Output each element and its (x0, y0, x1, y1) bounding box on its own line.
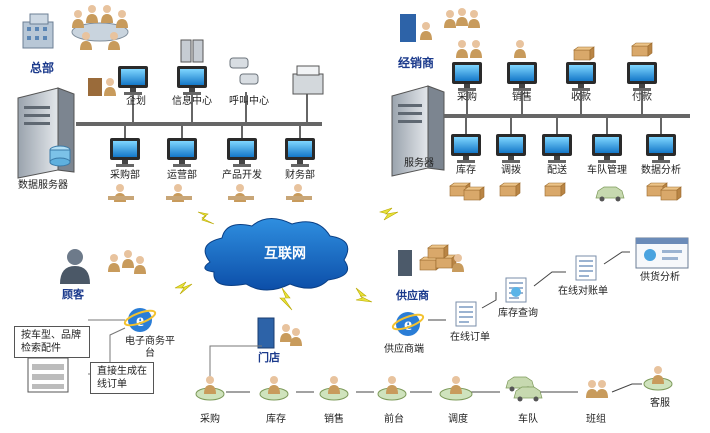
supplier-online-statement: 在线对账单 (558, 286, 608, 297)
store-step-sales: 销售 (324, 414, 344, 425)
hq-server-icon (17, 87, 75, 179)
dealer-node-receipt: 收款 (571, 92, 591, 103)
store-step-service: 客服 (650, 398, 670, 409)
hq-node-product-dev: 产品开发 (222, 170, 262, 181)
hq-building-icon (22, 13, 54, 49)
store-step-purchase: 采购 (200, 414, 220, 425)
dealer-node-analysis: 数据分析 (641, 165, 681, 176)
store-step-front-desk: 前台 (384, 414, 404, 425)
hq-node-call-center: 呼叫中心 (229, 96, 269, 107)
hq-server-label: 数据服务器 (18, 180, 68, 191)
phone-icon (229, 57, 259, 85)
supplier-supply-analysis: 供货分析 (640, 272, 680, 283)
internet-cloud (204, 218, 349, 291)
supplier-online-order: 在线订单 (450, 332, 490, 343)
store-title: 门店 (258, 351, 280, 364)
printer-icon (292, 65, 324, 95)
lightning-icons (174, 207, 399, 311)
hq-node-operations: 运营部 (167, 170, 197, 181)
hq-node-purchasing: 采购部 (110, 170, 140, 181)
svg-text:e: e (404, 314, 412, 334)
store-step-team: 班组 (586, 414, 606, 425)
internet-label: 互联网 (264, 246, 306, 262)
store-step-fleet: 车队 (518, 414, 538, 425)
report-doc-icon (505, 277, 527, 303)
dealer-node-sales: 销售 (512, 92, 532, 103)
meeting-icon (71, 5, 129, 50)
hq-node-info-center: 信息中心 (172, 96, 212, 107)
dealer-bottom-monitors (451, 116, 676, 163)
supplier-ie-icon: e (391, 312, 425, 336)
dealer-node-inventory: 库存 (456, 165, 476, 176)
dealer-node-transfer: 调拨 (501, 165, 521, 176)
small-server-icon (180, 39, 204, 63)
hq-node-planning: 企划 (126, 96, 146, 107)
hq-bottom-monitors (108, 124, 315, 202)
customer-icon (60, 249, 90, 284)
store-server-icon (257, 317, 302, 349)
dealer-node-fleet: 车队管理 (587, 165, 627, 176)
dealer-server-icon (391, 85, 445, 177)
kiosk-icon (88, 78, 116, 96)
dealer-title: 经销商 (398, 56, 435, 70)
hq-top-monitors (88, 39, 324, 124)
ecommerce-platform-label: 电子商务平台 (125, 336, 175, 359)
desk-people-icons (108, 184, 312, 202)
analysis-chart-icon (635, 237, 689, 269)
customer-group: e (27, 249, 157, 393)
store-step-dispatch: 调度 (448, 414, 468, 425)
customer-title: 顾客 (62, 288, 84, 301)
store-group (195, 317, 673, 402)
hq-group (17, 5, 324, 202)
store-flow-arrows (226, 383, 642, 393)
form-icon (27, 357, 69, 393)
dealer-node-purchase: 采购 (457, 92, 477, 103)
dealer-goods-icons (449, 182, 682, 202)
hq-title: 总部 (30, 61, 55, 75)
hq-node-finance: 财务部 (285, 170, 315, 181)
dealer-people-icons (444, 8, 653, 61)
supplier-inventory-query: 库存查询 (498, 308, 538, 319)
customer-group-icon (108, 250, 146, 274)
dealer-server-label: 服务器 (404, 158, 434, 169)
svg-text:e: e (136, 310, 144, 330)
dealer-node-payment: 付款 (632, 92, 652, 103)
supplier-portal-label: 供应商端 (384, 344, 424, 355)
dealer-node-delivery: 配送 (547, 165, 567, 176)
supplier-title: 供应商 (396, 289, 429, 302)
ie-browser-icon: e (123, 308, 157, 332)
direct-order-box: 直接生成在线订单 (90, 362, 154, 394)
dealer-group (391, 8, 690, 202)
supplier-group: e (391, 237, 689, 336)
search-parts-box: 按车型、品牌检索配件 (14, 326, 90, 358)
dealer-top-monitors (452, 62, 657, 116)
supplier-goods-icon (398, 244, 464, 276)
store-step-inventory: 库存 (266, 414, 286, 425)
dealer-admin-icon (400, 14, 432, 42)
store-flow-icons (195, 366, 673, 402)
